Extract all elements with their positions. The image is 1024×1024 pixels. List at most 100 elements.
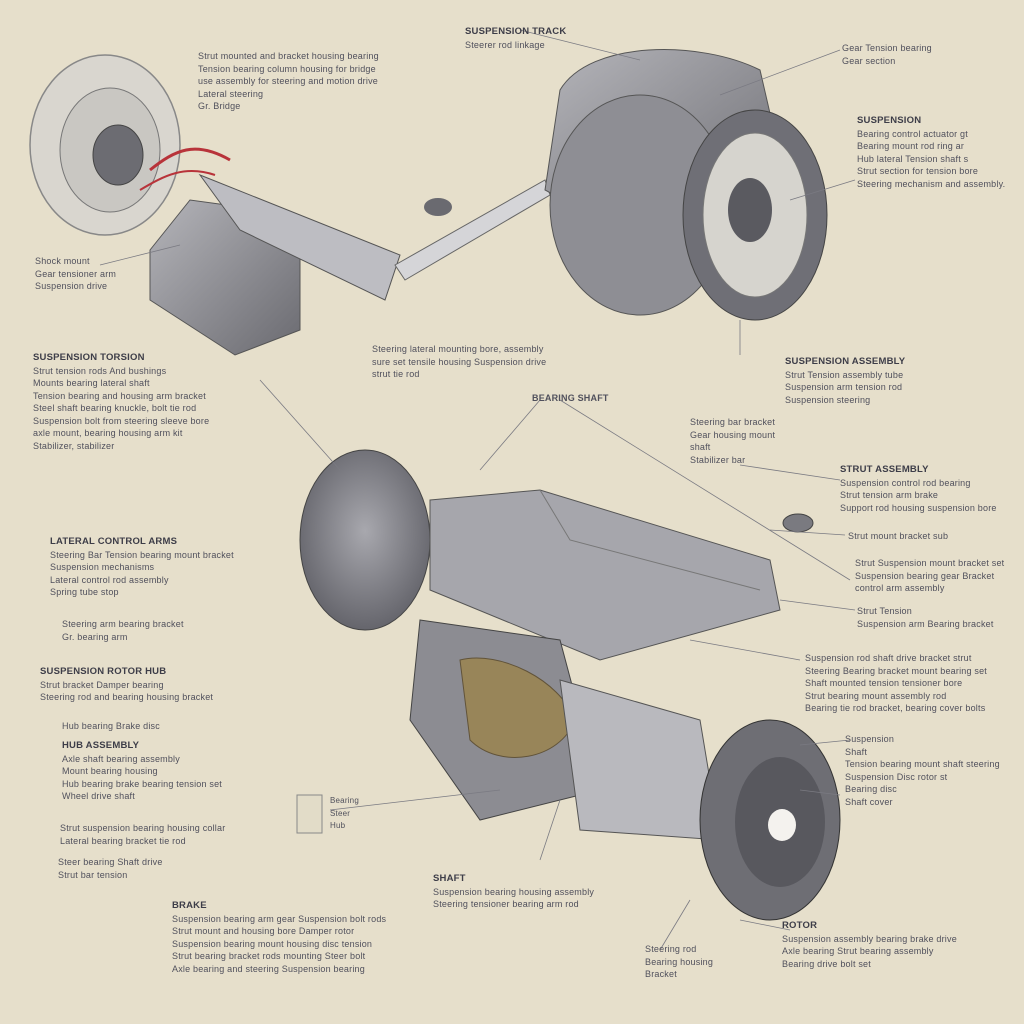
label-heading: HUB ASSEMBLY <box>62 740 140 751</box>
label-line: Steering Bearing bracket mount bearing s… <box>805 665 988 676</box>
label-line: Steering arm bearing bracket <box>62 619 184 629</box>
label-line: Strut suspension bearing housing collar <box>60 823 226 833</box>
label-line: Hub lateral Tension shaft s <box>857 153 969 164</box>
label-line: Strut Suspension mount bracket set <box>855 558 1005 568</box>
label-line: Axle bearing Strut bearing assembly <box>782 946 934 956</box>
label-heading: SHAFT <box>433 873 466 884</box>
label-heading: STRUT ASSEMBLY <box>840 464 929 475</box>
label-line: Lateral steering <box>198 88 264 99</box>
label-line: Strut bearing mount assembly rod <box>805 690 947 701</box>
label-line: Suspension rod shaft drive bracket strut <box>805 653 972 663</box>
steering-rack-assembly <box>149 173 551 356</box>
label-line: Suspension arm tension rod <box>785 382 903 392</box>
label-line: Steering lateral mounting bore, assembly <box>372 344 544 354</box>
label-line: control arm assembly <box>855 583 945 593</box>
brake-disc-top-left <box>29 54 231 236</box>
label-left-5: Hub bearing Brake disc <box>62 720 160 733</box>
label-line: BEARING SHAFT <box>532 393 609 403</box>
label-heading: ROTOR <box>782 920 818 931</box>
label-line: Steering tensioner bearing arm rod <box>433 899 579 909</box>
label-line: Gr. Bridge <box>198 101 241 111</box>
label-line: Bearing control actuator gt <box>857 128 968 139</box>
label-right-8: Suspension rod shaft drive bracket strut… <box>805 652 987 715</box>
label-line: Strut bar tension <box>58 869 128 880</box>
label-line: Suspension bearing mount housing disc te… <box>172 938 373 949</box>
label-line: Suspension Disc rotor st <box>845 771 948 782</box>
label-heading: SUSPENSION TORSION <box>33 352 145 363</box>
leader-lines <box>99 29 856 951</box>
label-line: Strut Tension <box>857 606 912 616</box>
label-line: Suspension drive <box>35 281 108 291</box>
label-line: Support rod housing suspension bore <box>840 502 997 513</box>
label-heading: SUSPENSION ASSEMBLY <box>785 356 906 367</box>
label-line: Stabilizer, stabilizer <box>33 440 115 451</box>
label-line: shaft <box>690 442 711 452</box>
label-line: Shaft <box>845 746 868 757</box>
label-line: Gr. bearing arm <box>62 631 128 642</box>
label-bottom-right: ROTOR Suspension assembly bearing brake d… <box>782 920 957 970</box>
label-line: Lateral control rod assembly <box>50 574 169 585</box>
label-line: Bearing mount rod ring ar <box>857 141 965 151</box>
label-right-5: Strut mount bracket sub <box>848 530 948 543</box>
label-line: Spring tube stop <box>50 587 119 597</box>
label-line: Shaft cover <box>845 796 893 807</box>
label-line: Steering rod and bearing housing bracket <box>40 692 214 702</box>
label-line: Steering Bar Tension bearing mount brack… <box>50 549 234 560</box>
label-center-tag: BEARING SHAFT <box>532 392 609 405</box>
label-heading: SUSPENSION TRACK <box>465 26 567 37</box>
label-line: Steerer rod linkage <box>465 39 545 50</box>
label-heading: LATERAL CONTROL ARMS <box>50 536 178 547</box>
washer-part <box>782 513 814 533</box>
label-line: Suspension mechanisms <box>50 562 155 572</box>
label-line: Strut bearing bracket rods mounting Stee… <box>172 951 366 961</box>
label-line: Hub <box>330 821 346 830</box>
label-line: Axle shaft bearing assembly <box>62 753 180 764</box>
label-line: Suspension <box>845 734 895 744</box>
label-line: Suspension arm Bearing bracket <box>857 618 994 629</box>
label-line: Strut tension arm brake <box>840 490 939 500</box>
label-line: Bracket <box>645 969 677 979</box>
label-line: Lateral bearing bracket tie rod <box>60 835 186 846</box>
label-line: Strut mount bracket sub <box>848 531 949 541</box>
central-knuckle-assembly <box>299 449 841 921</box>
label-heading: SUSPENSION ROTOR HUB <box>40 666 167 677</box>
label-line: Mount bearing housing <box>62 766 158 776</box>
label-line: Steer bearing Shaft drive <box>58 857 163 867</box>
label-line: Strut section for tension bore <box>857 166 979 176</box>
label-line: Strut mounted and bracket housing bearin… <box>198 51 379 61</box>
label-line: Bearing <box>330 796 359 805</box>
label-line: Hub bearing brake bearing tension set <box>62 778 222 789</box>
label-top-center: SUSPENSION TRACK Steerer rod linkage <box>465 26 566 51</box>
label-top-left: Strut mounted and bracket housing bearin… <box>198 50 379 113</box>
label-line: sure set tensile housing Suspension driv… <box>372 356 547 367</box>
label-line: Hub bearing Brake disc <box>62 721 160 731</box>
label-line: Steering bar bracket <box>690 417 776 427</box>
small-tag-box <box>296 794 323 834</box>
label-line: Tension bearing column housing for bridg… <box>198 63 376 74</box>
label-line: Bearing disc <box>845 784 897 794</box>
label-line: Strut Tension assembly tube <box>785 369 904 380</box>
label-line: Suspension bearing housing assembly <box>433 886 595 897</box>
label-center-1: Steering lateral mounting bore, assembly… <box>372 343 546 381</box>
label-line: Gear tensioner arm <box>35 268 117 279</box>
label-line: Strut tension rods And bushings <box>33 365 167 376</box>
wheel-top-right <box>544 49 828 321</box>
label-line: Strut mount and housing bore Damper roto… <box>172 926 355 936</box>
label-line: Wheel drive shaft <box>62 791 135 801</box>
label-line: Axle bearing and steering Suspension bea… <box>172 963 365 974</box>
label-line: Suspension assembly bearing brake drive <box>782 933 957 944</box>
label-line: Suspension steering <box>785 394 871 405</box>
